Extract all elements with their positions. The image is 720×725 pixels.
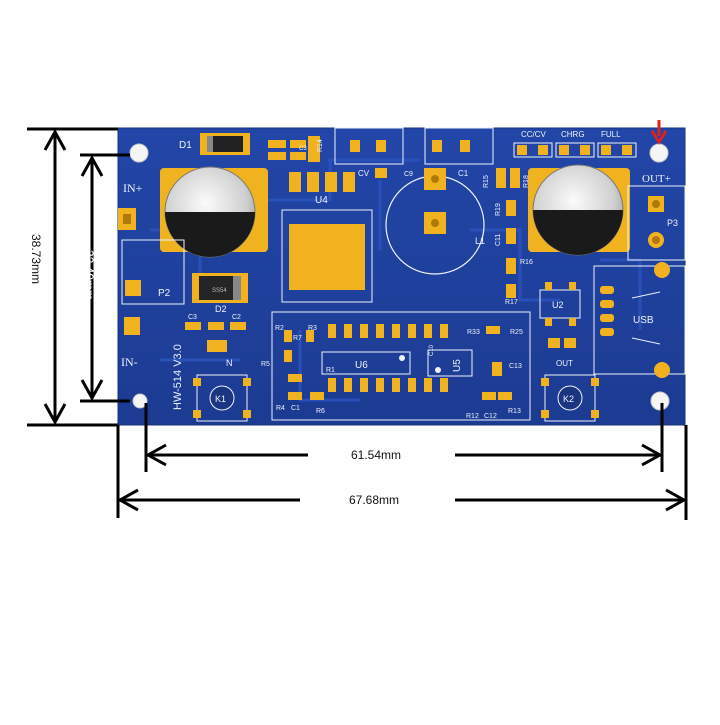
- label-c1-lower: C1: [291, 405, 300, 412]
- label-r6: R6: [316, 408, 325, 415]
- label-u2: U2: [552, 300, 564, 310]
- label-r4: R4: [276, 405, 285, 412]
- mounting-hole-top-left: [129, 143, 149, 163]
- button-k2: K2: [541, 374, 599, 422]
- connector-p2: P2: [121, 239, 185, 305]
- label-c11: C11: [495, 234, 502, 246]
- label-p2: P2: [158, 288, 171, 299]
- dimension-lines: [27, 127, 688, 520]
- electrolytic-capacitor-left: [160, 166, 268, 258]
- label-in-minus: IN-: [121, 355, 138, 369]
- label-r15: R15: [483, 175, 490, 188]
- regulator-u4: U4: [281, 172, 373, 303]
- label-r13: R13: [508, 408, 521, 415]
- label-c9: C9: [404, 171, 413, 178]
- chip-u2: U2 OUT: [539, 282, 581, 368]
- label-r16: R16: [520, 259, 533, 266]
- mounting-hole-top-right: [649, 143, 669, 163]
- label-c10: C10: [429, 344, 435, 356]
- diode-d1: D1: [179, 133, 250, 155]
- label-r7: R7: [293, 335, 302, 342]
- label-diode-marking: SS54: [212, 288, 227, 294]
- label-r17: R17: [505, 299, 518, 306]
- dim-label-board-width: 67.68mm: [349, 493, 399, 507]
- label-c13: C13: [509, 363, 522, 370]
- label-r14: R14: [317, 139, 324, 152]
- mounting-holes: [129, 143, 670, 411]
- label-full: FULL: [601, 130, 621, 139]
- connector-p3: P3: [627, 185, 686, 261]
- diode-d2: SS54 D2: [192, 273, 248, 314]
- button-k1: K1: [193, 374, 251, 422]
- label-d2: D2: [215, 304, 227, 314]
- label-c12: C12: [484, 413, 497, 420]
- status-leds: CC/CV CHRG FULL: [513, 130, 637, 158]
- label-r18: R18: [523, 175, 530, 188]
- trimmer-cv: CV C9: [334, 127, 413, 178]
- usb-port: USB: [593, 262, 686, 378]
- label-out-plus: OUT+: [642, 173, 671, 185]
- label-r33: R33: [467, 329, 480, 336]
- label-l1: L1: [475, 236, 485, 246]
- pcb-board: D1 R14 C3 IN+ U4: [117, 120, 686, 426]
- label-r25: R25: [510, 329, 523, 336]
- label-cc-cv: CC/CV: [521, 130, 547, 139]
- label-usb: USB: [633, 315, 654, 326]
- mounting-hole-bottom-right: [650, 391, 670, 411]
- dim-label-board-height: 38.73mm: [29, 234, 43, 284]
- dim-label-hole-horizontal: 61.54mm: [351, 448, 401, 462]
- label-r19: R19: [495, 203, 502, 216]
- label-u6: U6: [355, 360, 368, 371]
- red-arrow-down-icon: [650, 120, 668, 145]
- label-p3: P3: [667, 218, 678, 228]
- caps-c2-c3: C3 C2 N: [185, 314, 246, 368]
- label-r12: R12: [466, 413, 479, 420]
- dimension-labels: 38.73mm 32.49mm 61.54mm 67.68mm: [28, 232, 401, 507]
- pad-in-minus: [124, 317, 140, 335]
- label-out: OUT: [556, 359, 573, 368]
- label-c3-top: C3: [299, 146, 307, 152]
- regulator-u4-pad: [289, 224, 365, 290]
- label-k2: K2: [563, 394, 574, 404]
- pad-in-plus: [118, 208, 136, 230]
- label-board-model: HW-514 V3.0: [172, 344, 184, 410]
- label-c1-top: C1: [458, 169, 469, 178]
- mounting-hole-bottom-left: [132, 393, 148, 409]
- label-d1: D1: [179, 140, 192, 151]
- small-caps-top: R14 C3: [268, 136, 324, 162]
- label-chrg: CHRG: [561, 130, 585, 139]
- label-c2: C2: [232, 314, 241, 321]
- label-u5: U5: [452, 359, 463, 372]
- label-in-plus: IN+: [123, 181, 143, 195]
- label-u4: U4: [315, 195, 328, 206]
- label-c3: C3: [188, 314, 197, 321]
- label-k1: K1: [215, 394, 226, 404]
- electrolytic-capacitor-right: [528, 164, 630, 256]
- control-section: U6 U5 C10 R2 R3 R7 R5 R1 R4 C1 R6: [261, 311, 531, 421]
- label-r3: R3: [308, 325, 317, 332]
- label-n: N: [226, 358, 233, 368]
- resistors-right-column: R15 R18 R19 C11 R16 R17: [483, 168, 533, 306]
- label-r1: R1: [326, 367, 335, 374]
- label-r2: R2: [275, 325, 284, 332]
- label-r5: R5: [261, 361, 270, 368]
- inductor-l1: L1: [385, 168, 485, 275]
- dim-label-hole-vertical: 32.49mm: [82, 250, 96, 300]
- label-cv: CV: [358, 169, 370, 178]
- trimmer-c1: C1: [424, 127, 494, 178]
